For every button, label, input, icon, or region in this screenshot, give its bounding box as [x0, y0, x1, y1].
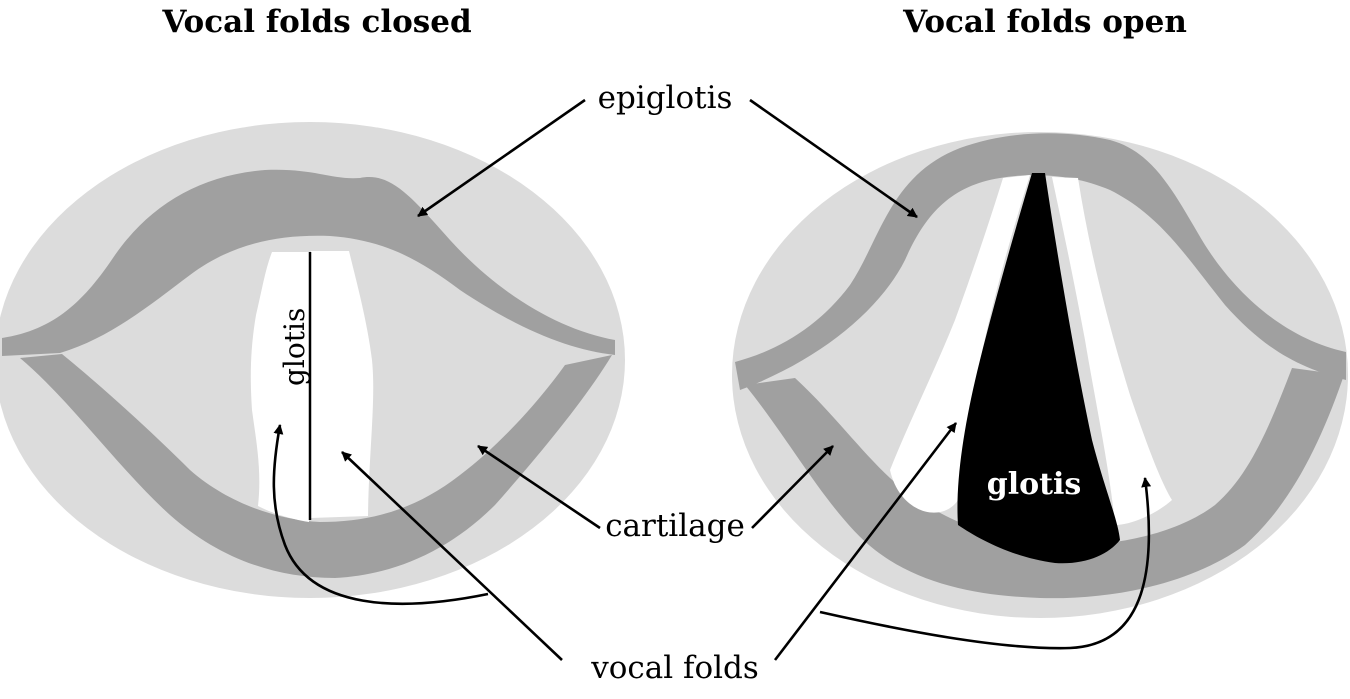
arrow-vocal-fold-closed-right — [341, 451, 563, 661]
epiglottis-label: epiglotis — [598, 80, 733, 116]
vocal-fold-right-open — [1052, 177, 1172, 525]
vocal-folds-label: vocal folds — [590, 650, 759, 686]
glottis-label-closed: glotis — [278, 308, 311, 386]
arrow-vocal-fold-open-left — [773, 422, 958, 661]
vocal-fold-left-closed — [250, 252, 309, 522]
arrow-cartilage-right — [751, 445, 834, 529]
vocal-fold-right-closed — [311, 251, 374, 518]
cartilage-label: cartilage — [605, 508, 745, 544]
epiglottis-shape-closed — [2, 169, 615, 356]
vocal-fold-left-open — [890, 175, 1030, 513]
glottis-open-shape — [957, 173, 1120, 564]
cartilage-shape-closed — [20, 354, 612, 578]
larynx-closed: glotis — [0, 122, 625, 598]
arrow-vocal-fold-open-right — [819, 477, 1152, 650]
glottis-label-open: glotis — [987, 467, 1082, 502]
larynx-open: glotis — [732, 132, 1348, 618]
title-open: Vocal folds open — [902, 4, 1187, 40]
arrow-epiglottis-right — [749, 98, 918, 219]
arrow-epiglottis-left — [417, 98, 586, 218]
arrow-vocal-fold-closed-left — [272, 424, 489, 606]
arrow-cartilage-left — [477, 444, 601, 530]
arrows — [272, 98, 1152, 661]
title-closed: Vocal folds closed — [161, 4, 471, 40]
cartilage-shape-open — [745, 368, 1344, 599]
